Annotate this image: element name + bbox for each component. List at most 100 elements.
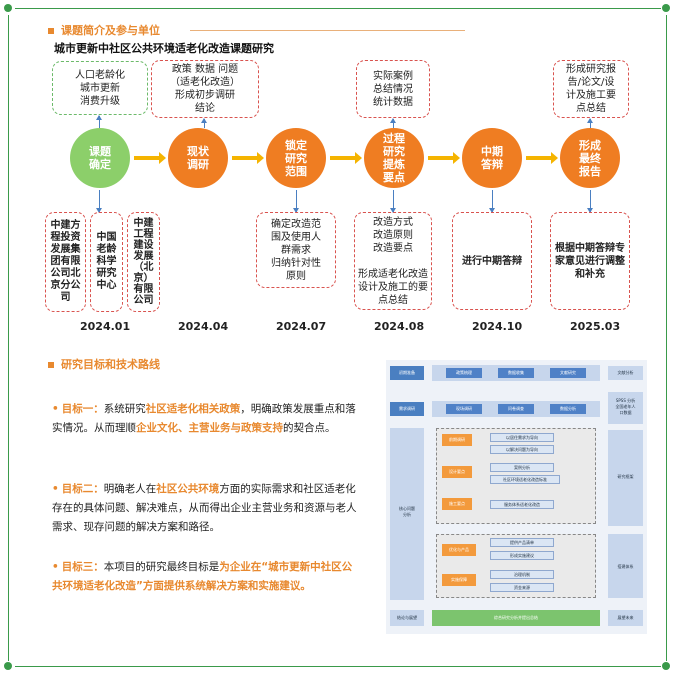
- roadmap-detail-box: 以解决问题为导向: [490, 445, 554, 454]
- top-note-box: 形成研究报 告/论文/设 计及施工要 点总结: [553, 60, 629, 118]
- roadmap-summary-bar: 综合研究分析并提出总结: [432, 610, 600, 626]
- goal-highlight: 企业文化、主营业务与政策支持: [136, 422, 283, 434]
- roadmap-right-step-label: SPSS 分析 全国老年人 口数据: [615, 398, 636, 415]
- unit-name: 中国 老龄 科学 研究 中心: [96, 232, 117, 291]
- stage-circle: 锁定 研究 范围: [266, 128, 326, 188]
- roadmap-phase-box: 施工要点: [442, 498, 472, 510]
- roadmap-left-step: [390, 428, 424, 600]
- bottom-note-text: 改造方式 改造原则 改造要点 形成适老化改造 设计及施工的要 点总结: [358, 216, 428, 306]
- bullet-dot-icon: •: [52, 403, 59, 415]
- section-heading-text: 课题简介及参与单位: [61, 24, 160, 37]
- stage-label: 中期 答辩: [481, 145, 503, 171]
- stage-label: 形成 最终 报告: [579, 138, 601, 178]
- stage-date: 2024.08: [374, 320, 425, 333]
- roadmap-detail-box: 提供产品清单: [490, 538, 554, 547]
- goal-highlight: 社区公共环境: [156, 483, 220, 495]
- connector-arrow: [293, 190, 299, 213]
- stage-label: 课题 确定: [89, 145, 111, 171]
- roadmap-right-step-label: 文献分析: [617, 370, 634, 375]
- stage-circle: 中期 答辩: [462, 128, 522, 188]
- top-note-text: 形成研究报 告/论文/设 计及施工要 点总结: [566, 64, 616, 114]
- roadmap-step-box: 文献研究: [550, 368, 586, 378]
- roadmap-step-box: 问卷调查: [498, 404, 534, 414]
- stage-date: 2024.01: [80, 320, 131, 333]
- roadmap-left-step-label: 结论与展望: [397, 615, 417, 620]
- goal-label: 目标二：: [61, 483, 104, 495]
- stage-circle: 现状 调研: [168, 128, 228, 188]
- frame-right-line: [666, 15, 667, 661]
- unit-box: 中建方 程投资 发展集 团有限 公司北 京分公 司: [45, 212, 86, 312]
- bottom-note-text: 进行中期答辩: [462, 255, 522, 267]
- goal-highlight: 社区适老化相关政策: [145, 403, 241, 415]
- stage-date: 2024.07: [276, 320, 327, 333]
- roadmap-left-step: [390, 366, 424, 380]
- connector-arrow: [96, 190, 102, 213]
- goal-text: 方面的实际需求和社区适老化存在的具体问题、解决难点: [52, 483, 356, 514]
- stage-circle: 形成 最终 报告: [560, 128, 620, 188]
- roadmap-phase-box: 实施保障: [442, 574, 476, 586]
- bottom-note-box: 确定改造范 围及使用人 群需求 归纳针对性 原则: [256, 212, 336, 288]
- roadmap-detail-box: 资金来源: [490, 583, 554, 592]
- frame-corner-dot: [4, 662, 12, 670]
- top-note-text: 实际案例 总结情况 统计数据: [373, 70, 413, 108]
- goal-label: 目标一：: [61, 403, 104, 415]
- goal-text: 的契合点。: [283, 422, 336, 434]
- unit-box: 中建 工程 建设 发展 （北 京） 有限 公司: [127, 212, 160, 312]
- stage-arrow: [134, 152, 166, 164]
- goal-text: ，从而得出企业主营业务和资源与老人需求、现存问题的解决方案和路径。: [52, 502, 357, 533]
- bottom-note-box: 根据中期答辩专 家意见进行调整 和补充: [550, 212, 630, 310]
- top-note-box: 政策 数据 问题 （适老化改造） 形成初步调研 结论: [151, 60, 259, 118]
- top-note-box: 人口老龄化 城市更新 消费升级: [52, 61, 148, 115]
- roadmap-detail-box: 服务体系适老化改造: [490, 500, 554, 509]
- goal-paragraph: •目标三：本项目的研究最终目标是为企业在“城市更新中社区公共环境适老化改造”方面…: [52, 558, 362, 596]
- roadmap-right-step-label: 展望未来: [617, 615, 634, 620]
- roadmap-right-step-label: 研究框架: [617, 474, 634, 479]
- section-heading-text: 研究目标和技术路线: [61, 358, 160, 371]
- goal-paragraph: •目标一：系统研究社区适老化相关政策，明确政策发展重点和落实情况。从而理顺企业文…: [52, 400, 362, 438]
- goal-text: 本项目的研究最终目标是: [103, 561, 220, 573]
- unit-box: 中国 老龄 科学 研究 中心: [90, 212, 123, 312]
- roadmap-left-step: [390, 402, 424, 416]
- bottom-note-text: 确定改造范 围及使用人 群需求 归纳针对性 原则: [271, 218, 321, 282]
- goal-text: 明确老人在: [103, 483, 157, 495]
- section-divider: [190, 30, 465, 31]
- frame-corner-dot: [662, 4, 670, 12]
- roadmap-detail-box: 案例分析: [490, 463, 554, 472]
- roadmap-right-step-label: 搭建体系: [617, 564, 634, 569]
- roadmap-right-step: [608, 366, 643, 380]
- stage-date: 2025.03: [570, 320, 621, 333]
- stage-date: 2024.10: [472, 320, 523, 333]
- roadmap-step-box: 数据收集: [498, 368, 534, 378]
- roadmap-phase-box: 设计要点: [442, 466, 472, 478]
- stage-label: 过程 研究 提炼 要点: [383, 132, 405, 184]
- stage-label: 锁定 研究 范围: [285, 138, 307, 178]
- page-title: 城市更新中社区公共环境适老化改造课题研究: [54, 42, 274, 55]
- roadmap-right-step: [608, 392, 643, 424]
- stage-date: 2024.04: [178, 320, 229, 333]
- goal-label: 目标三：: [61, 561, 104, 573]
- top-note-box: 实际案例 总结情况 统计数据: [356, 60, 430, 118]
- frame-top-line: [15, 8, 661, 9]
- roadmap-step-box: 现场调研: [446, 404, 482, 414]
- bullet-square-icon: [48, 362, 54, 368]
- frame-bottom-line: [15, 666, 661, 667]
- connector-arrow: [96, 115, 102, 128]
- goal-paragraph: •目标二：明确老人在社区公共环境方面的实际需求和社区适老化存在的具体问题、解决难…: [52, 480, 362, 537]
- unit-name: 中建 工程 建设 发展 （北 京） 有限 公司: [133, 218, 154, 306]
- stage-circle: 过程 研究 提炼 要点: [364, 128, 424, 188]
- roadmap-left-step: [390, 610, 424, 626]
- stage-arrow: [428, 152, 460, 164]
- top-note-text: 人口老龄化 城市更新 消费升级: [75, 69, 125, 107]
- connector-arrow: [390, 118, 396, 128]
- roadmap-step-box: 政策梳理: [446, 368, 482, 378]
- roadmap-right-step: [608, 534, 643, 598]
- stage-arrow: [526, 152, 558, 164]
- roadmap-left-step-label: 初期准备: [399, 370, 415, 375]
- goal-highlight: 为企业在“城市更新中社区公共环境适老化改造”方面提供系统解决方案和实施建议。: [52, 561, 353, 592]
- bottom-note-box: 改造方式 改造原则 改造要点 形成适老化改造 设计及施工的要 点总结: [354, 212, 432, 310]
- roadmap-right-step: [608, 610, 643, 626]
- roadmap-left-step-label: 核心问题 分析: [399, 506, 415, 517]
- roadmap-detail-box: 社区环境适老化改造标准: [490, 475, 560, 484]
- roadmap-left-step-label: 需求调研: [399, 406, 415, 411]
- roadmap-detail-box: 以居住需求为导向: [490, 433, 554, 442]
